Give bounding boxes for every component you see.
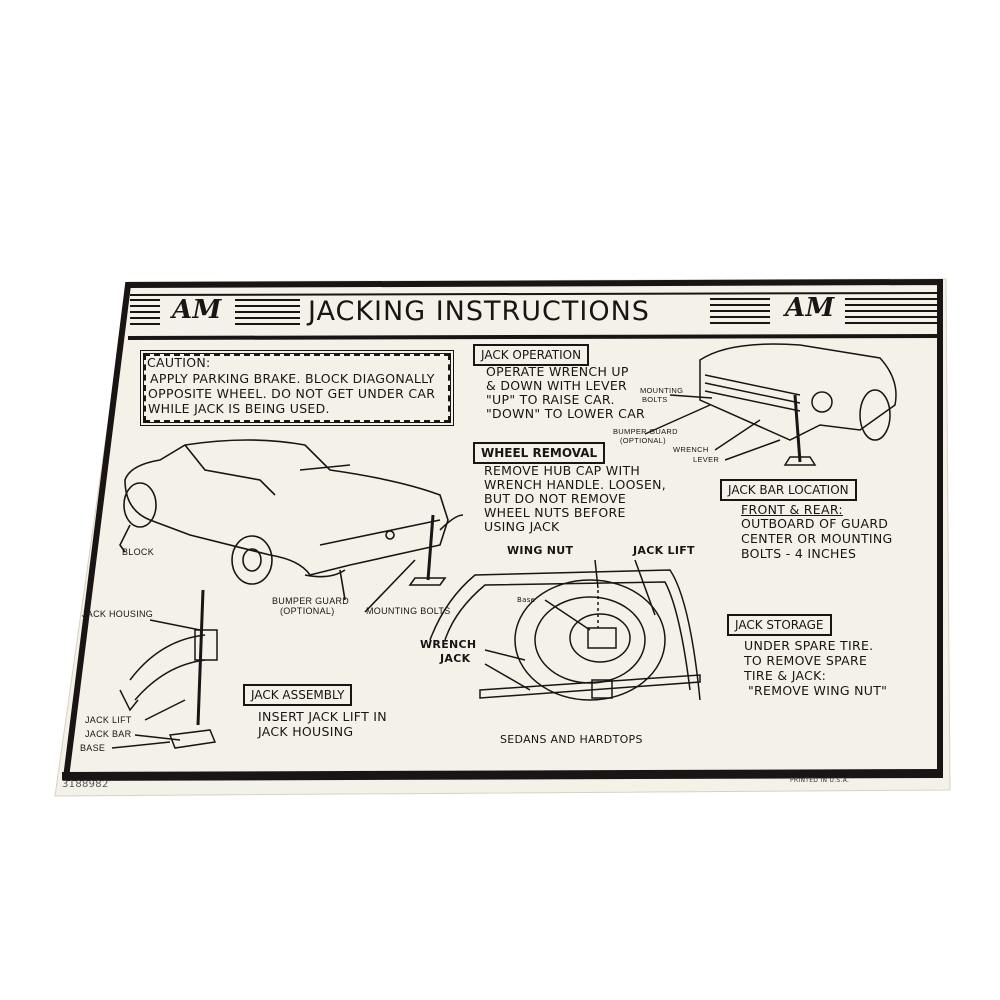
jack-storage-label: JACK STORAGE: [727, 614, 832, 636]
wheel-removal-label: WHEEL REMOVAL: [473, 442, 606, 464]
trunk-base-label: Base: [517, 596, 536, 604]
jack-housing-label: JACK HOUSING: [82, 609, 154, 619]
printed-in-usa: PRINTED IN U.S.A.: [790, 777, 850, 784]
front-bumper-guard-label: BUMPER GUARD: [613, 427, 678, 436]
bumper-guard-label: BUMPER GUARD: [272, 596, 350, 606]
front-lever-label: LEVER: [693, 455, 720, 464]
page-title: JACKING INSTRUCTIONS: [308, 296, 650, 327]
jack-label: JACK: [440, 652, 471, 665]
wing-nut-label: WING NUT: [507, 544, 574, 557]
jack-bar-location-label: JACK BAR LOCATION: [720, 479, 857, 501]
jack-storage-line: UNDER SPARE TIRE.: [744, 638, 874, 653]
jack-bar-location-line: CENTER OR MOUNTING: [741, 531, 893, 546]
wheel-removal-line: USING JACK: [484, 519, 560, 534]
rear-car-illustration: [119, 439, 464, 613]
jack-operation-line: OPERATE WRENCH UP: [486, 364, 629, 379]
jack-assembly-line: JACK HOUSING: [258, 724, 354, 739]
jack-bar-label: JACK BAR: [85, 729, 132, 739]
caution-heading: CAUTION:: [147, 355, 211, 370]
wheel-removal-line: WRENCH HANDLE. LOOSEN,: [484, 477, 667, 492]
trunk-illustration: [429, 559, 701, 701]
wheel-removal-line: BUT DO NOT REMOVE: [484, 491, 627, 506]
front-mounting-label: MOUNTING: [640, 386, 684, 395]
jack-storage-line: TO REMOVE SPARE: [744, 653, 868, 668]
jack-storage-line: "REMOVE WING NUT": [748, 683, 888, 698]
front-bolts-label: BOLTS: [642, 395, 668, 404]
jack-lift-label: JACK LIFT: [85, 715, 132, 725]
part-number: 3188982: [62, 779, 109, 790]
am-logo-left: AM: [172, 295, 222, 325]
optional-label: (OPTIONAL): [280, 606, 335, 616]
wheel-removal-line: WHEEL NUTS BEFORE: [484, 505, 626, 520]
jack-assembly-label: JACK ASSEMBLY: [243, 684, 353, 706]
base-label: BASE: [80, 743, 106, 753]
wrench-label: WRENCH: [420, 638, 477, 651]
trunk-jack-lift-label: JACK LIFT: [633, 544, 695, 557]
sedans-hardtops-caption: SEDANS AND HARDTOPS: [500, 733, 643, 746]
mounting-bolts-label: MOUNTING BOLTS: [366, 606, 451, 616]
wheel-removal-line: REMOVE HUB CAP WITH: [484, 463, 641, 478]
front-wrench-label: WRENCH: [673, 445, 709, 454]
front-optional-label: (OPTIONAL): [620, 436, 666, 445]
caution-line: APPLY PARKING BRAKE. BLOCK DIAGONALLY: [150, 371, 435, 386]
jack-operation-line: "UP" TO RAISE CAR.: [486, 392, 615, 407]
caution-box: [140, 350, 454, 426]
front-car-illustration: [644, 343, 897, 466]
caution-line: WHILE JACK IS BEING USED.: [148, 401, 330, 416]
jack-storage-line: TIRE & JACK:: [744, 668, 827, 683]
jack-bar-location-line: OUTBOARD OF GUARD: [741, 516, 889, 531]
am-logo-right: AM: [785, 293, 835, 323]
jack-operation-line: "DOWN" TO LOWER CAR: [486, 406, 646, 421]
block-label: BLOCK: [122, 547, 155, 557]
jack-operation-line: & DOWN WITH LEVER: [486, 378, 628, 393]
jack-assembly-line: INSERT JACK LIFT IN: [258, 709, 387, 724]
caution-line: OPPOSITE WHEEL. DO NOT GET UNDER CAR: [148, 386, 436, 401]
jack-operation-label: JACK OPERATION: [473, 344, 590, 366]
jack-assembly-illustration: [111, 589, 218, 749]
jack-bar-location-subheading: FRONT & REAR:: [741, 502, 843, 517]
jack-bar-location-line: BOLTS - 4 INCHES: [741, 546, 857, 561]
